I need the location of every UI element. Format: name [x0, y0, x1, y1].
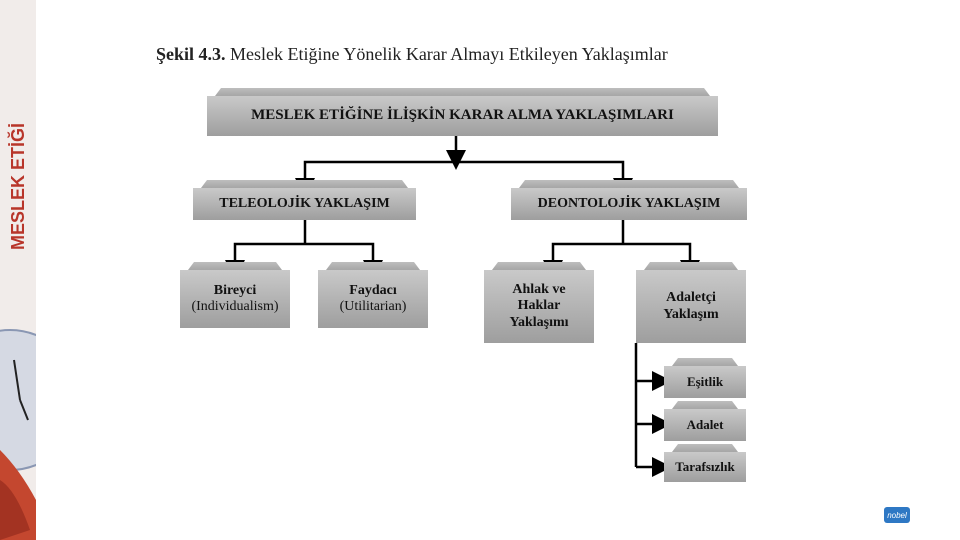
root-node: MESLEK ETİĞİNE İLİŞKİN KARAR ALMA YAKLAŞ…	[207, 96, 718, 136]
impartiality-node: Tarafsızlık	[664, 452, 746, 482]
teleological-label: TELEOLOJİK YAKLAŞIM	[219, 195, 390, 211]
teleological-node: TELEOLOJİK YAKLAŞIM	[193, 188, 416, 220]
moral-rights-node: Ahlak ve Haklar Yaklaşımı	[484, 270, 594, 343]
justice-node: Adalet	[664, 409, 746, 441]
individualism-node: Bireyci (Individualism)	[180, 270, 290, 328]
justice-label: Adalet	[686, 416, 724, 432]
figure-caption: Şekil 4.3. Meslek Etiğine Yönelik Karar …	[156, 44, 668, 65]
utilitarian-title: Faydacı	[349, 282, 397, 298]
side-title-text: MESLEK ETİĞİ	[7, 123, 28, 250]
utilitarian-subtitle: (Utilitarian)	[339, 299, 407, 314]
deontological-node: DEONTOLOJİK YAKLAŞIM	[511, 188, 747, 220]
individualism-title: Bireyci	[213, 282, 257, 298]
clock-decoration	[0, 329, 36, 540]
moral-rights-label: Ahlak ve Haklar Yaklaşımı	[509, 282, 569, 330]
publisher-logo: nobel	[884, 507, 910, 523]
equality-node: Eşitlik	[664, 366, 746, 398]
utilitarian-node: Faydacı (Utilitarian)	[318, 270, 428, 328]
justice-approach-label: Adaletçi Yaklaşım	[663, 290, 719, 322]
justice-approach-node: Adaletçi Yaklaşım	[636, 270, 746, 343]
equality-label: Eşitlik	[686, 373, 724, 389]
figure-caption-text: Meslek Etiğine Yönelik Karar Almayı Etki…	[230, 44, 668, 64]
svg-text:MESLEK ETİĞİ: MESLEK ETİĞİ	[7, 123, 28, 250]
impartiality-label: Tarafsızlık	[675, 458, 735, 474]
individualism-subtitle: (Individualism)	[191, 299, 279, 314]
side-panel: MESLEK ETİĞİ	[0, 0, 36, 540]
figure-number: Şekil 4.3.	[156, 44, 226, 64]
root-node-label: MESLEK ETİĞİNE İLİŞKİN KARAR ALMA YAKLAŞ…	[251, 107, 674, 124]
deontological-label: DEONTOLOJİK YAKLAŞIM	[537, 195, 721, 211]
